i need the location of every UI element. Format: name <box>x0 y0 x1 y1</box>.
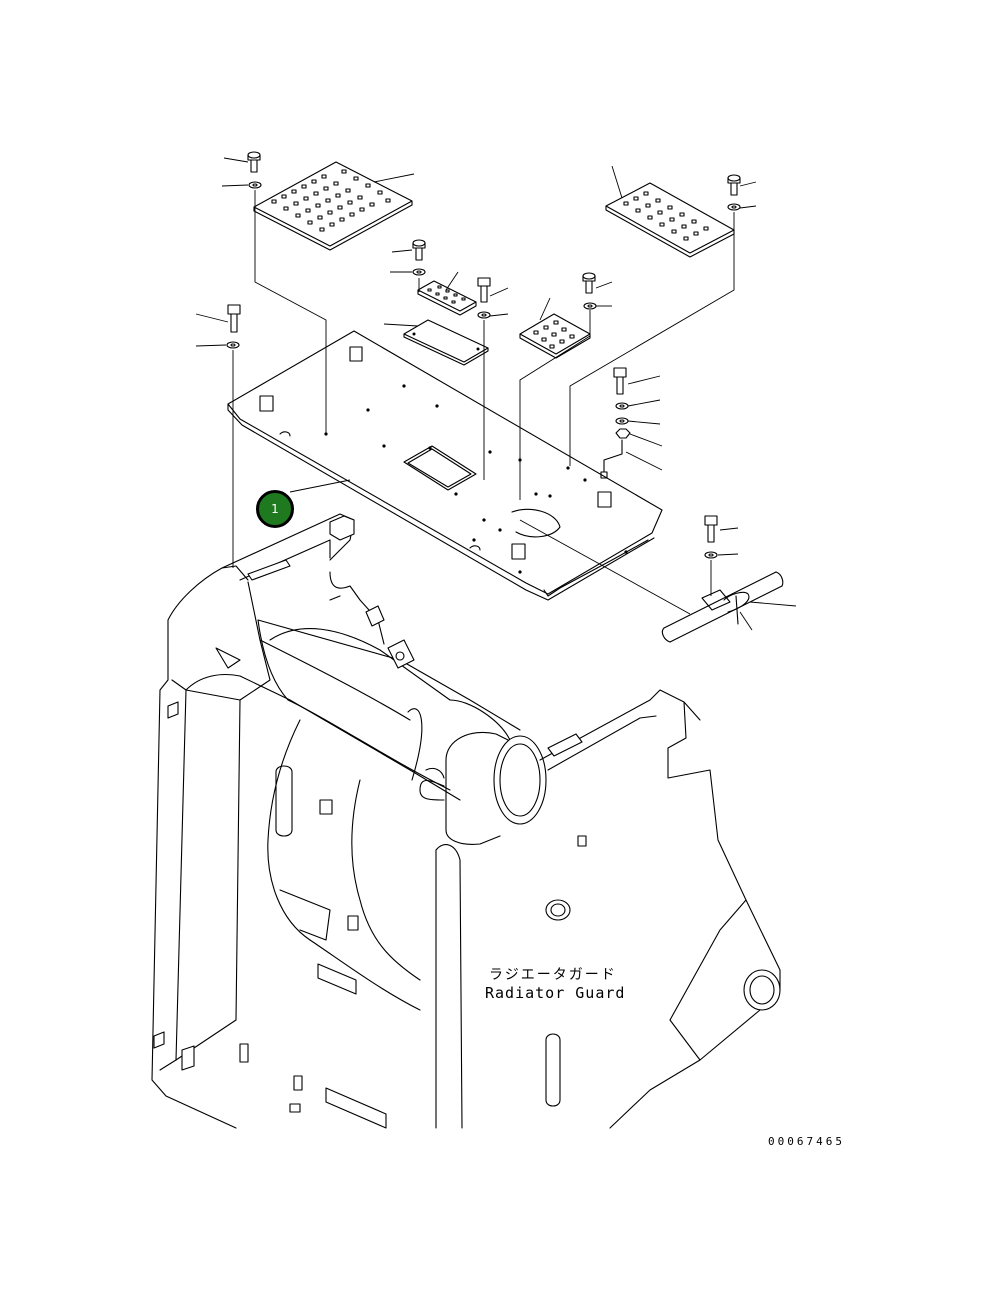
bolt-washer-set <box>227 152 740 558</box>
pipe-clamp-assembly <box>662 572 782 642</box>
callout-1-number: 1 <box>271 502 279 516</box>
perforated-plate-left <box>254 162 412 250</box>
part-name-japanese: ラジエータガード <box>489 967 617 983</box>
top-cover-plate <box>228 331 662 600</box>
part-reference-leaders <box>196 158 796 630</box>
perforated-plate-center <box>520 314 590 358</box>
assembly-leader-lines <box>233 190 734 614</box>
part-name-english: Radiator Guard <box>485 984 626 1002</box>
document-number: 00067465 <box>768 1135 845 1148</box>
small-plate-strip <box>418 281 476 315</box>
radiator-guard-frame <box>152 514 780 1128</box>
perforated-plate-right <box>606 183 734 257</box>
callout-1-badge[interactable]: 1 <box>256 490 294 528</box>
cover-plate-small <box>404 320 488 365</box>
